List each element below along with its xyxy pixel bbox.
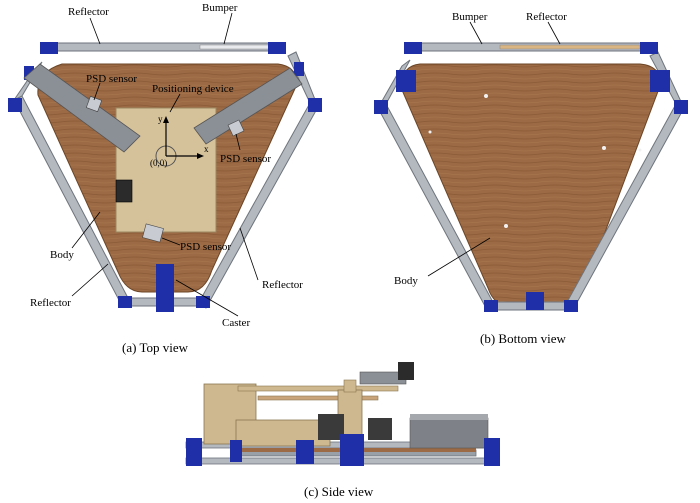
label-reflector-bottom: Reflector (526, 11, 567, 23)
bottom-holes (428, 94, 642, 228)
side-sensor-head (398, 362, 414, 380)
label-body-top: Body (50, 249, 74, 261)
label-positioning-device: Positioning device (152, 83, 234, 95)
psd-sensor-1-icon (85, 95, 103, 113)
bottom-view: Bumper Reflector Body (b) Bottom view (374, 11, 688, 346)
top-joints (8, 42, 322, 308)
bottom-body-plate (401, 63, 661, 307)
side-battery-top (410, 414, 488, 420)
origin-label: (0,0) (150, 158, 167, 168)
caster-icon (156, 264, 174, 312)
x-axis-arrow (197, 153, 204, 159)
encoder-icon (115, 179, 133, 203)
top-view: y x (0,0) Reflector Bumper PSD sensor Po… (8, 2, 322, 355)
x-axis-label: x (204, 144, 209, 154)
side-motor-left (318, 414, 344, 440)
left-bracket (23, 63, 141, 153)
top-leader-lines (71, 12, 259, 317)
side-joints (186, 434, 500, 466)
label-bumper-bottom: Bumper (452, 11, 488, 23)
label-caster: Caster (222, 317, 250, 329)
side-upper-arm (237, 385, 399, 392)
label-reflector-right: Reflector (262, 279, 303, 291)
caption-top-view: (a) Top view (122, 340, 189, 355)
label-psd-sensor-1: PSD sensor (86, 73, 137, 85)
side-mid-block (235, 419, 331, 447)
label-reflector-top: Reflector (68, 6, 109, 18)
bottom-joints (374, 42, 688, 312)
y-axis-label: y (158, 114, 163, 124)
side-motor-right (368, 418, 392, 440)
bottom-reflector-strip (499, 44, 641, 50)
caption-bottom-view: (b) Bottom view (480, 331, 567, 346)
psd-sensor-3-icon (142, 223, 164, 243)
label-psd-sensor-2: PSD sensor (220, 153, 271, 165)
top-bumper-strip (199, 44, 271, 50)
label-bumper-top: Bumper (202, 2, 238, 14)
label-psd-sensor-3: PSD sensor (180, 241, 231, 253)
bottom-leader-lines (427, 21, 561, 277)
label-reflector-left: Reflector (30, 297, 71, 309)
label-body-bottom: Body (394, 275, 418, 287)
side-post-top (343, 379, 357, 393)
right-bracket (193, 67, 303, 145)
caption-side-view: (c) Side view (304, 484, 374, 499)
y-axis-arrow (163, 116, 169, 123)
side-battery-box (409, 417, 489, 449)
side-upper-arm-2 (257, 395, 379, 401)
psd-sensor-2-icon (227, 119, 245, 137)
side-view: (c) Side view (185, 362, 500, 499)
